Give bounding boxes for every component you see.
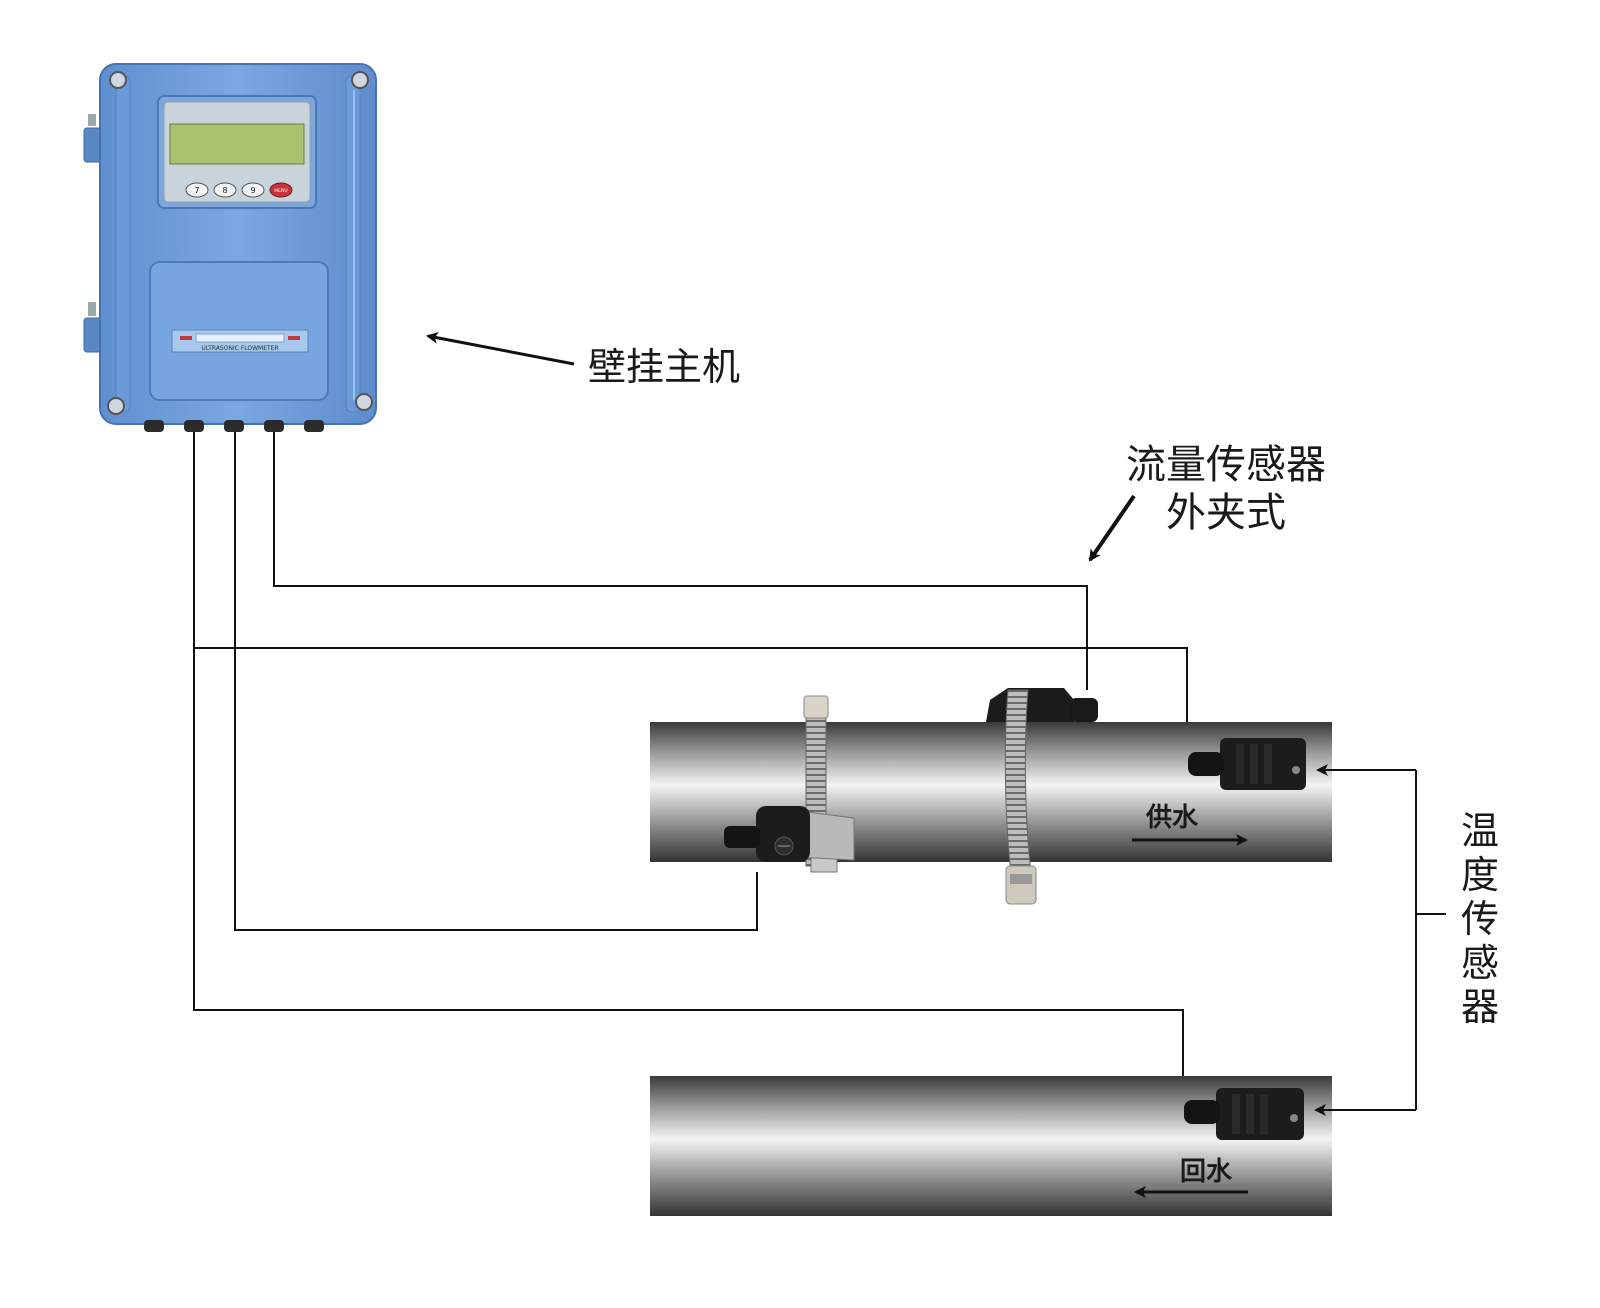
- key-9: [241, 182, 265, 198]
- label-return-water: 回水: [1180, 1157, 1233, 1187]
- screw-bottom-right: [355, 393, 373, 411]
- key-menu-label: MENU: [274, 188, 287, 194]
- temp-sensor-supply: [1188, 738, 1306, 790]
- label-flow-sensor-line1: 流量传感器: [1126, 442, 1326, 488]
- key-7-label: 7: [194, 186, 199, 195]
- label-supply-water: 供水: [1145, 803, 1199, 833]
- lcd-screen: [169, 123, 305, 165]
- label-temp-sensor: 温 度 传 感 器: [1461, 809, 1499, 1029]
- key-9-label: 9: [250, 186, 255, 195]
- key-8: [213, 182, 237, 198]
- label-flow-sensor-line2: 外夹式: [1166, 490, 1286, 536]
- screw-bottom-left: [107, 397, 125, 415]
- key-menu: [269, 182, 293, 198]
- screw-top-right: [351, 71, 369, 89]
- label-temp-sensor-char-4: 感: [1461, 941, 1499, 985]
- label-wall-host: 壁挂主机: [588, 345, 740, 389]
- wall-mounted-host: 7 8 9 MENU ULTRASONIC FLOWMETER: [83, 63, 377, 432]
- cable-glands: [144, 420, 324, 432]
- signal-wires: [193, 425, 1188, 1098]
- key-7: [185, 182, 209, 198]
- temp-sensor-bracket: [1314, 764, 1446, 1116]
- keypad: 7 8 9 MENU: [185, 182, 293, 198]
- wire-flow-sensor-downstream: [273, 425, 1088, 690]
- flow-sensor-upstream: [724, 695, 855, 873]
- label-temp-sensor-char-1: 温: [1461, 809, 1499, 853]
- flow-sensor-pointer-arrow: [1088, 494, 1136, 562]
- key-8-label: 8: [222, 186, 227, 195]
- label-temp-sensor-char-2: 度: [1461, 853, 1499, 897]
- flow-transducer-top-body: [986, 688, 1074, 722]
- wire-temp-sensor-return: [193, 648, 1184, 1098]
- label-temp-sensor-char-5: 器: [1461, 985, 1499, 1029]
- flow-sensor-downstream: [986, 688, 1098, 905]
- wire-flow-sensor-upstream: [234, 425, 758, 931]
- wire-temp-sensor-supply: [193, 425, 1188, 752]
- host-pointer-arrow: [426, 331, 575, 366]
- label-temp-sensor-char-3: 传: [1461, 897, 1499, 941]
- flow-transducer-body: [756, 806, 810, 862]
- temp-sensor-return: [1184, 1088, 1304, 1140]
- nameplate-text: ULTRASONIC FLOWMETER: [201, 345, 278, 352]
- screw-top-left: [109, 71, 127, 89]
- nameplate: ULTRASONIC FLOWMETER: [171, 329, 309, 353]
